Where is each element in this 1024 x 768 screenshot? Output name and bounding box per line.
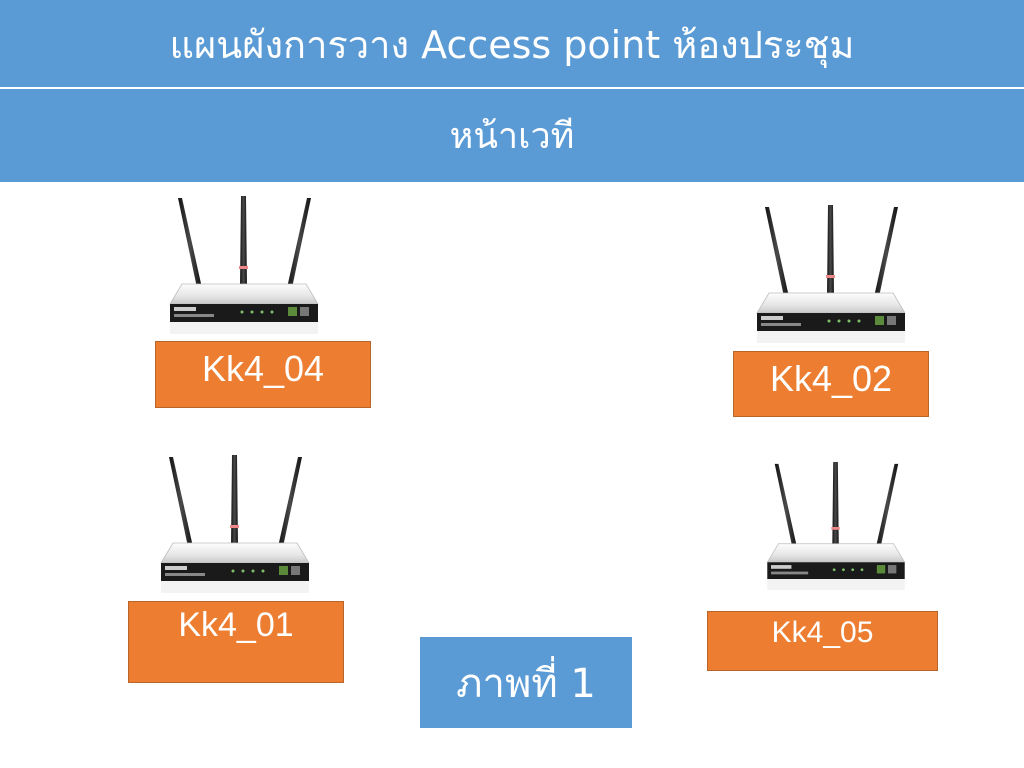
page-subtitle: หน้าเวที bbox=[449, 116, 575, 157]
wireless-router-icon bbox=[155, 455, 315, 595]
access-point-label-kk4-04: Kk4_04 bbox=[155, 341, 371, 408]
title-banner: แผนผังการวาง Access point ห้องประชุม bbox=[0, 0, 1024, 88]
access-point-name: Kk4_04 bbox=[201, 348, 325, 389]
subtitle-banner: หน้าเวที bbox=[0, 89, 1024, 182]
page-title: แผนผังการวาง Access point ห้องประชุม bbox=[169, 22, 855, 67]
access-point-name: Kk4_02 bbox=[769, 358, 893, 399]
access-point-label-kk4-01: Kk4_01 bbox=[128, 601, 344, 683]
access-point-name: Kk4_01 bbox=[178, 606, 294, 644]
wireless-router-icon bbox=[761, 462, 911, 592]
access-point-label-kk4-02: Kk4_02 bbox=[733, 351, 929, 417]
access-point-name: Kk4_05 bbox=[771, 616, 874, 649]
access-point-label-kk4-05: Kk4_05 bbox=[707, 611, 938, 671]
figure-caption: ภาพที่ 1 bbox=[420, 637, 632, 728]
figure-caption-text: ภาพที่ 1 bbox=[456, 660, 596, 707]
wireless-router-icon bbox=[164, 196, 324, 336]
wireless-router-icon bbox=[751, 205, 911, 345]
header-divider bbox=[0, 87, 1024, 89]
